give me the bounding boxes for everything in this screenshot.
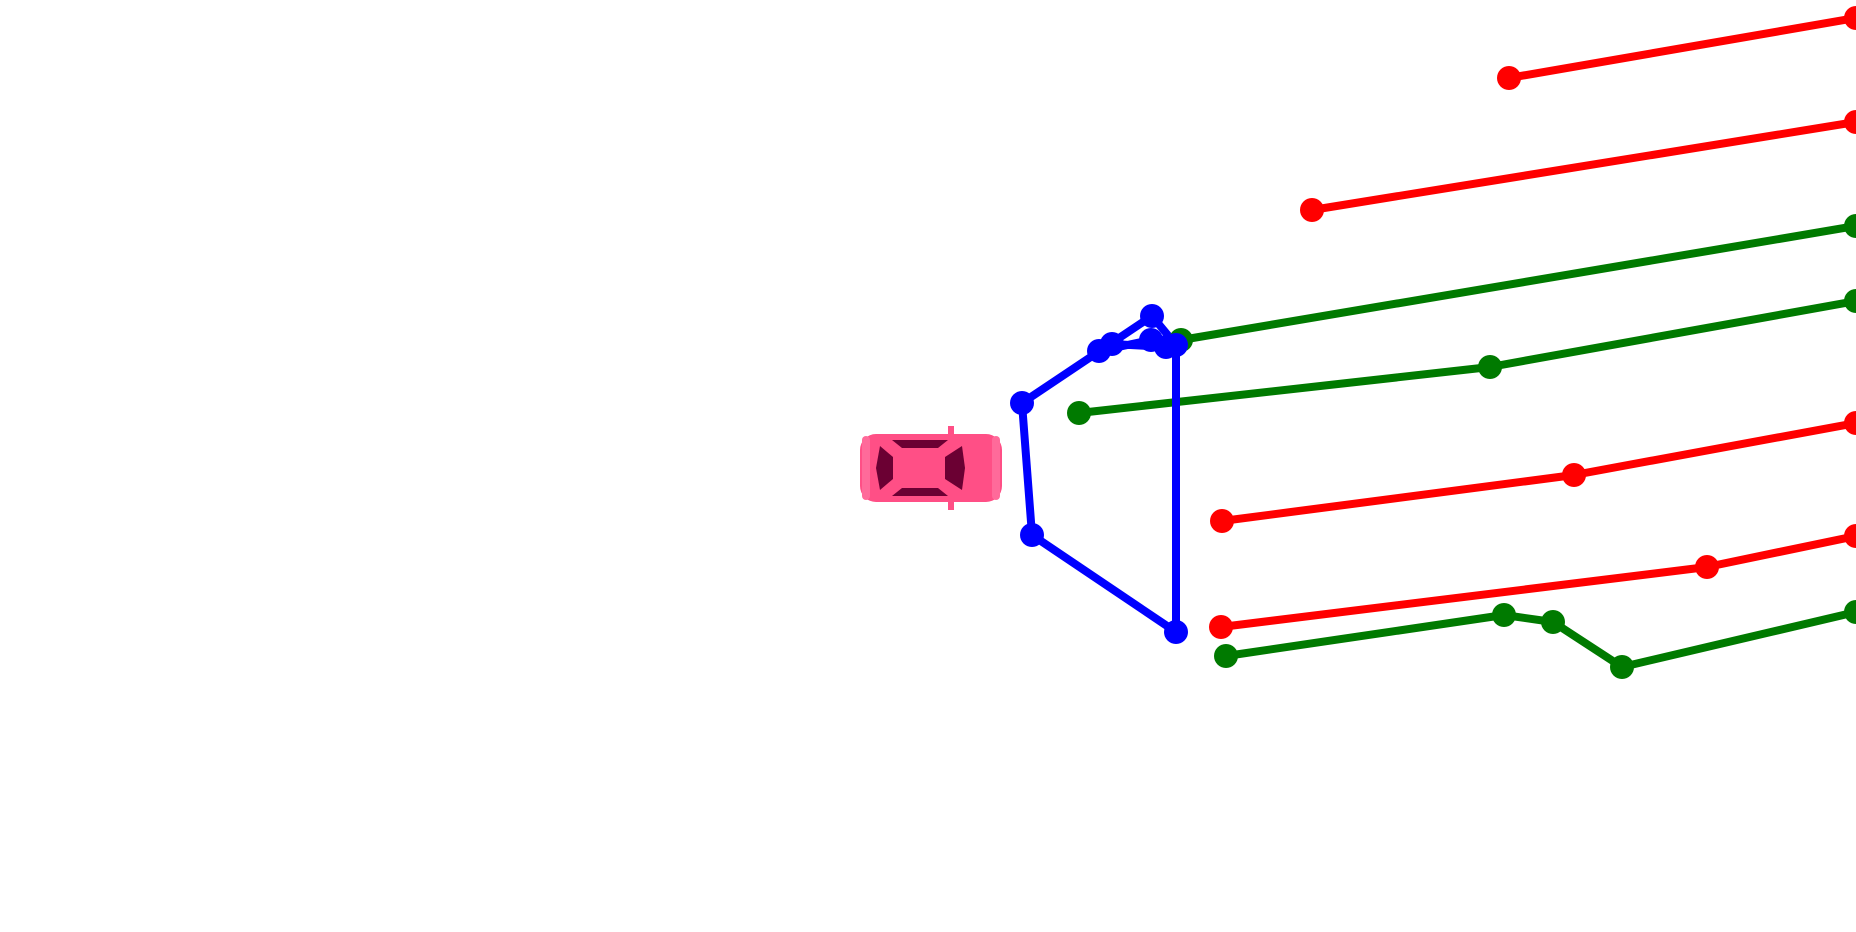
divider-vertex	[1695, 555, 1719, 579]
ped-crossing-line	[1018, 312, 1180, 636]
boundary-vertex	[1492, 603, 1516, 627]
divider-line	[1505, 14, 1856, 82]
boundary-line	[1222, 608, 1856, 671]
map-vertices	[1010, 6, 1856, 679]
ped-crossing-vertex	[1010, 391, 1034, 415]
boundary-vertex	[1610, 655, 1634, 679]
boundary-vertex	[1541, 610, 1565, 634]
ego-car-icon	[860, 426, 1002, 510]
boundary-vertex	[1214, 644, 1238, 668]
divider-vertex	[1209, 615, 1233, 639]
ped-crossing-vertex	[1100, 332, 1124, 356]
boundary-vertex	[1067, 401, 1091, 425]
divider-vertex	[1300, 198, 1324, 222]
ped-crossing-vertex	[1020, 523, 1044, 547]
divider-vertex	[1844, 524, 1856, 548]
divider-vertex	[1844, 110, 1856, 134]
divider-line	[1308, 118, 1856, 214]
divider-line	[1217, 532, 1856, 631]
divider-vertex	[1497, 66, 1521, 90]
boundary-line	[1075, 297, 1856, 417]
ped-crossing-vertex	[1140, 304, 1164, 328]
boundary-vertex	[1844, 289, 1856, 313]
boundary-vertex	[1844, 214, 1856, 238]
boundary-vertex	[1844, 600, 1856, 624]
boundary-vertex	[1478, 355, 1502, 379]
divider-vertex	[1210, 509, 1234, 533]
divider-vertex	[1844, 6, 1856, 30]
ped-crossing-vertex	[1154, 335, 1178, 359]
divider-vertex	[1844, 411, 1856, 435]
ped-crossing-vertex	[1164, 620, 1188, 644]
divider-vertex	[1562, 463, 1586, 487]
divider-line	[1218, 419, 1856, 525]
boundary-line	[1177, 222, 1856, 344]
